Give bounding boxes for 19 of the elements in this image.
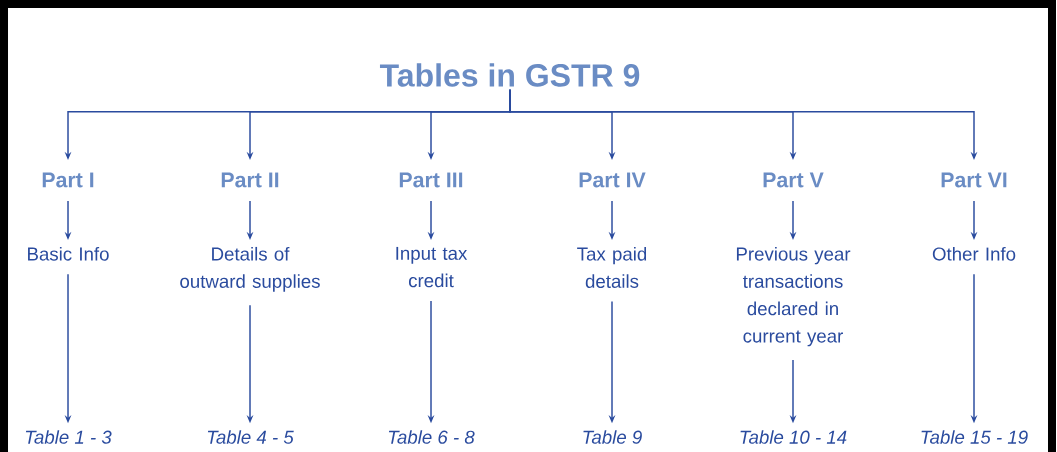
description-text: Tax paid details [577, 246, 647, 288]
heading: Tables in GSTR 9 [379, 63, 640, 87]
description-text: Previous year transactions declared in current year [736, 246, 851, 347]
part-label: Part III [399, 172, 463, 188]
part-label: Part IV [579, 172, 646, 188]
part-label: Part II [221, 172, 279, 188]
table-range-label: Table 9 [583, 430, 642, 444]
part-label: Part VI [941, 172, 1007, 188]
description-text: Other Info [932, 246, 1016, 261]
description-text: Basic Info [28, 246, 109, 261]
description-text: Input tax credit [396, 246, 468, 288]
table-range-label: Table 1 - 3 [25, 430, 112, 444]
table-range-label: Table 4 - 5 [207, 430, 294, 444]
table-range-label: Table 6 - 8 [388, 430, 475, 444]
part-label: Part V [763, 172, 824, 188]
table-range-label: Table 15 - 19 [921, 430, 1028, 444]
part-label: Part I [42, 172, 94, 188]
description-text: Details of outward supplies [180, 246, 320, 292]
table-range-label: Table 10 - 14 [740, 430, 847, 444]
